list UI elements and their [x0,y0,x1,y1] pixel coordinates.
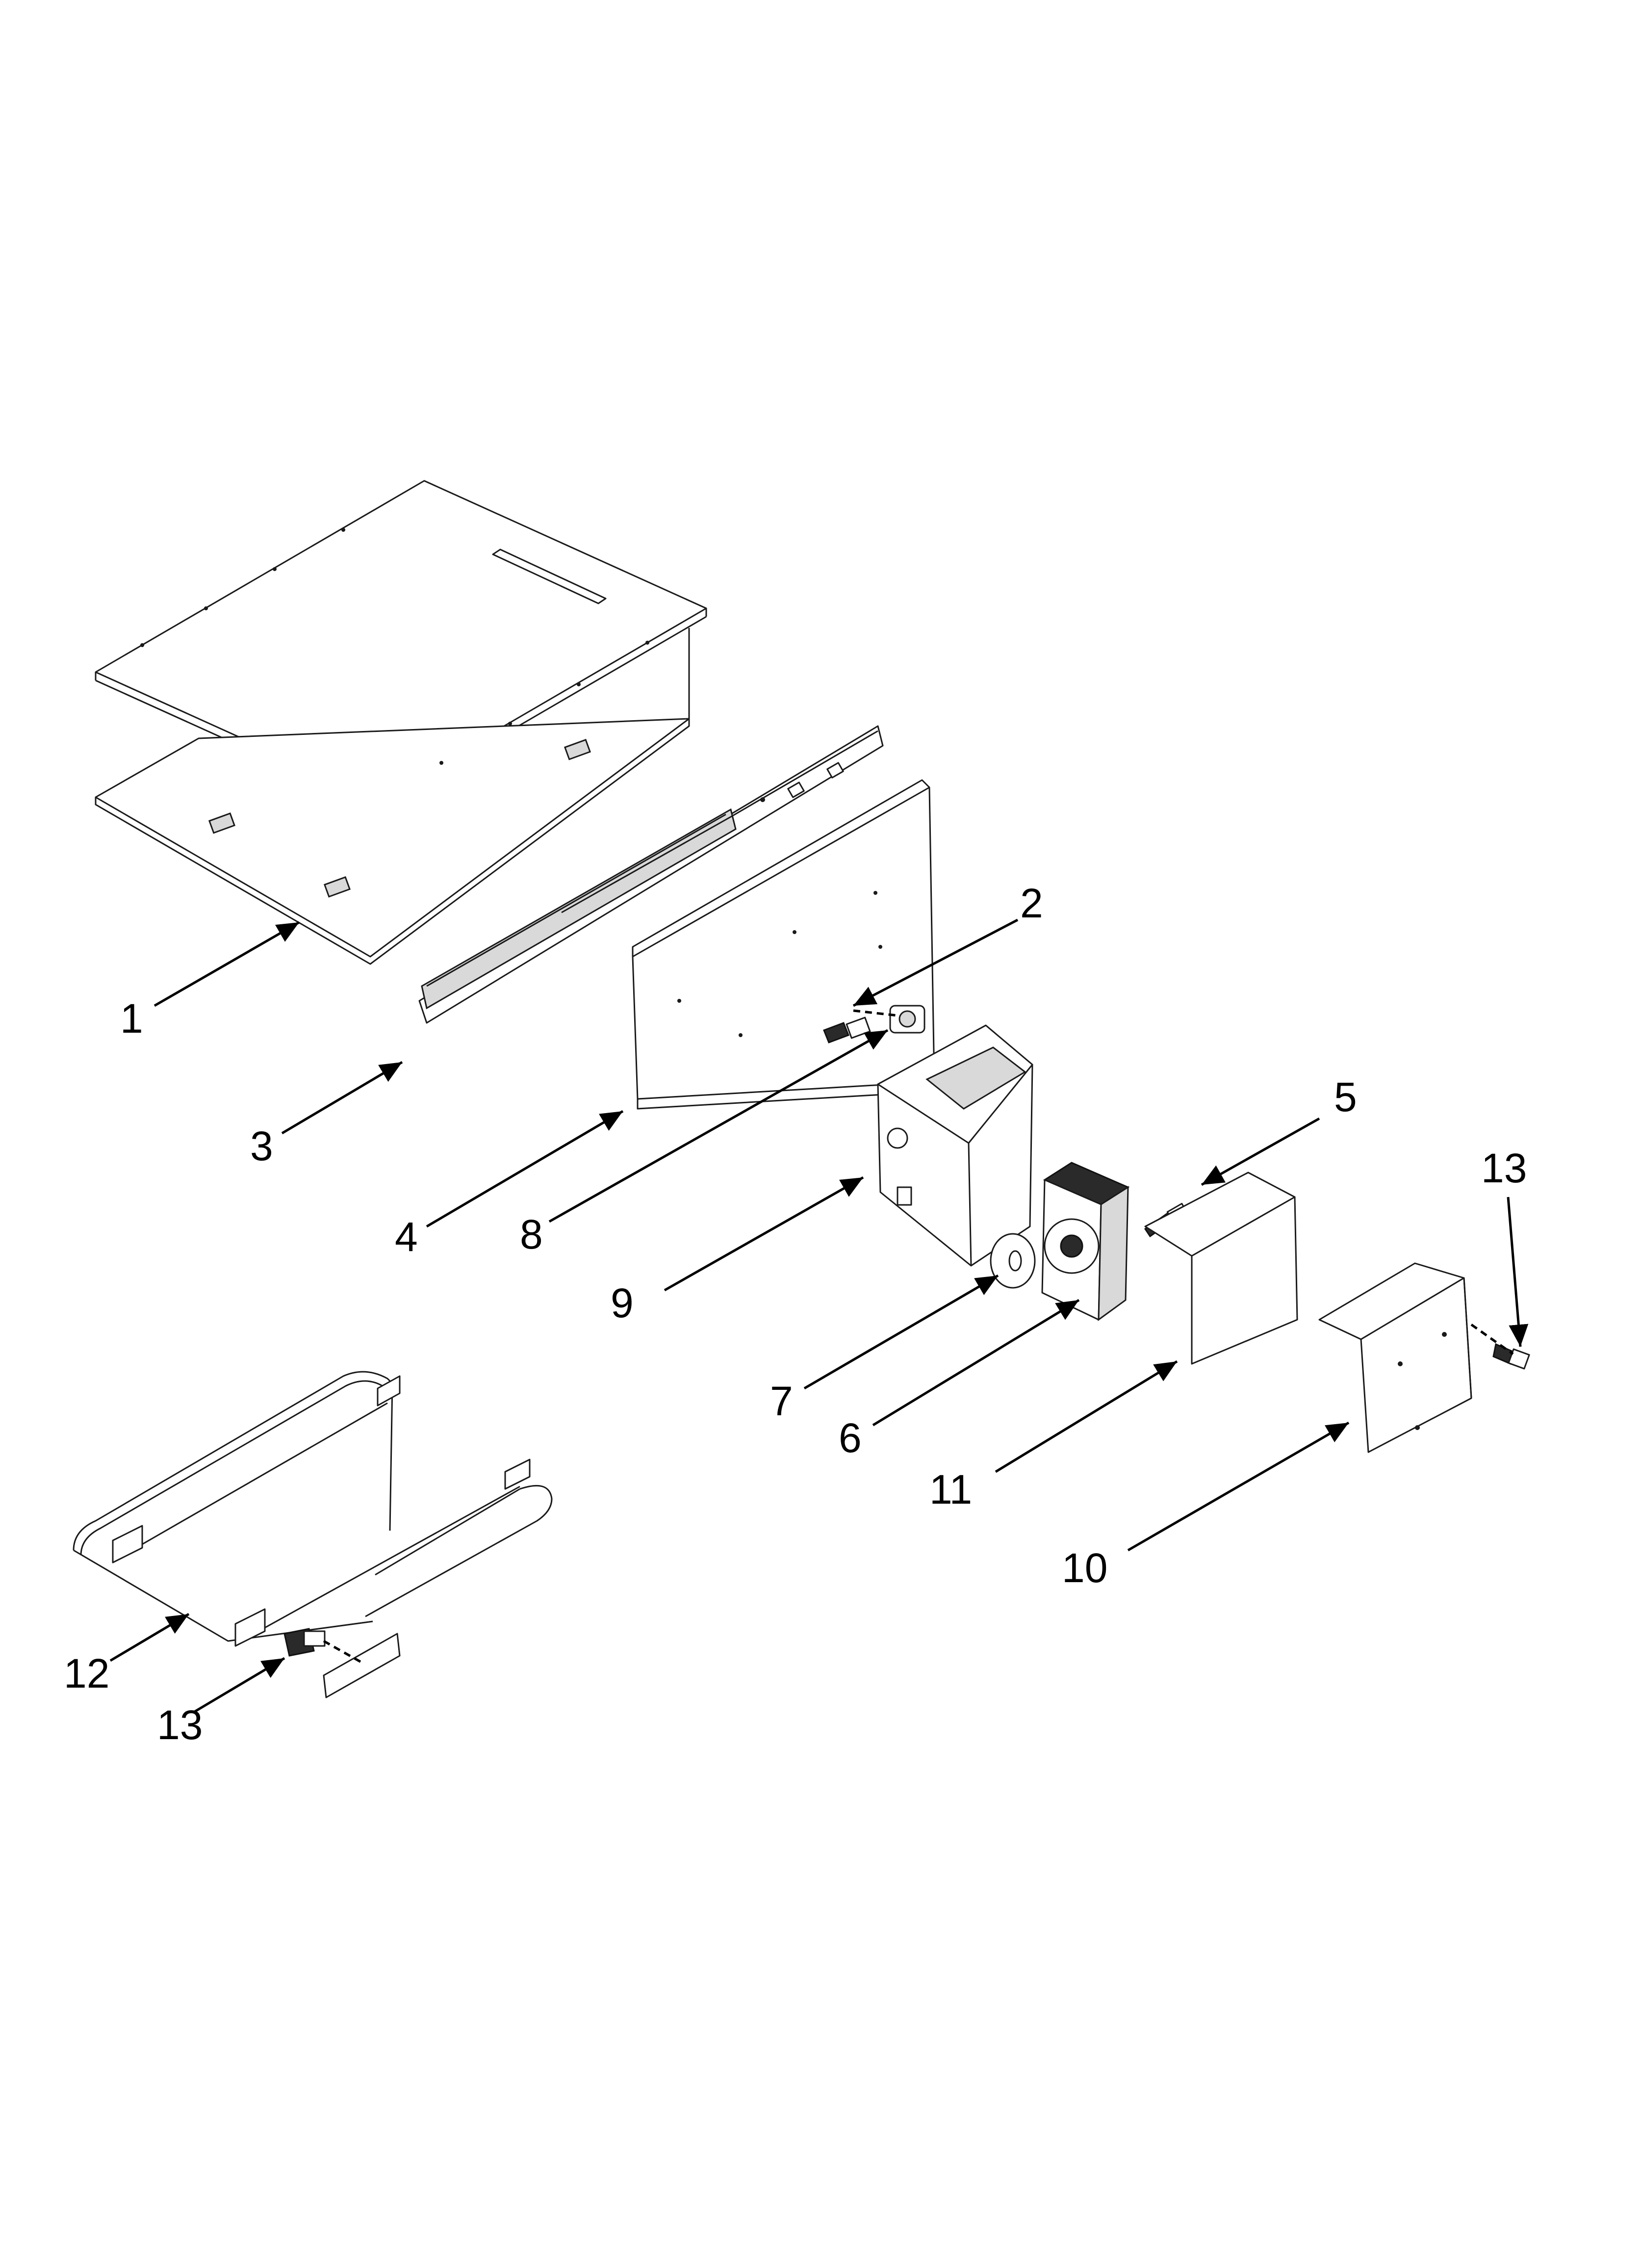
callout-8: 8 [520,1211,543,1257]
callout-4: 4 [395,1214,418,1260]
callout-7: 7 [770,1378,793,1424]
callout-10: 10 [1062,1545,1107,1591]
part-4-panel [632,779,935,1110]
callout-11: 11 [929,1466,972,1512]
callout-5: 5 [1334,1074,1357,1120]
part-10-cover [1318,1262,1472,1453]
part-11-bracket [1144,1172,1298,1365]
callout-3: 3 [250,1123,273,1169]
callout-2: 2 [1020,880,1043,926]
part-13-screw-left [283,1628,326,1657]
part-13-screw-right [1492,1343,1530,1370]
callout-9: 9 [611,1280,634,1326]
part-9-housing [877,1024,1033,1267]
callout-1: 1 [120,995,143,1042]
callout-labels: 1 2 3 4 5 6 7 8 9 10 11 12 13 13 [64,880,1527,1748]
callout-13-right: 13 [1481,1145,1527,1191]
part-3-slide-rail [418,725,884,1024]
part-12-heating-element [73,1371,553,1698]
part-8-thermostat [889,1005,925,1034]
callout-12: 12 [64,1650,109,1696]
part-7-washer [990,1233,1036,1289]
callout-6: 6 [839,1415,862,1461]
part-1-cabinet [95,480,707,965]
leader-lines [109,918,1529,1714]
callout-13-left: 13 [157,1702,203,1748]
part-6-switch [1041,1162,1130,1321]
